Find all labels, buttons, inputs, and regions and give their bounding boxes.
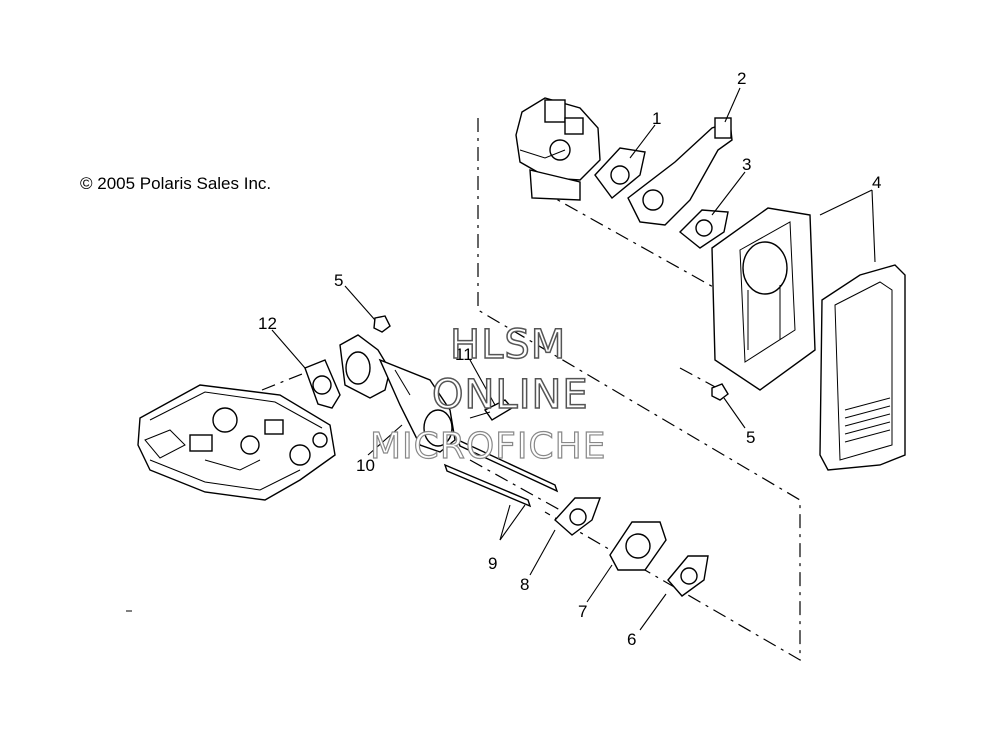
bolt-part-11 xyxy=(469,399,514,421)
callout-9: 9 xyxy=(488,554,497,573)
callout-7: 7 xyxy=(578,602,587,621)
spacer-part-7 xyxy=(609,521,667,571)
leader-lines xyxy=(271,87,876,631)
bracket-part-2 xyxy=(627,117,733,226)
callout-3: 3 xyxy=(742,155,751,174)
gasket-part-1 xyxy=(594,147,646,200)
callout-5-lower: 5 xyxy=(746,428,755,447)
copyright-text: © 2005 Polaris Sales Inc. xyxy=(80,174,271,193)
callout-10: 10 xyxy=(356,456,375,475)
callout-4: 4 xyxy=(872,173,881,192)
callout-1: 1 xyxy=(652,109,661,128)
air-box-base-part xyxy=(711,207,816,391)
watermark-line-3: MICROFICHE xyxy=(370,426,606,467)
watermark-line-2: ONLINE xyxy=(432,372,589,418)
callout-2: 2 xyxy=(737,69,746,88)
cylinder-head-part xyxy=(137,384,336,501)
air-filter-part-4 xyxy=(819,264,906,471)
nut-part-5-lower xyxy=(711,383,729,401)
intake-manifold-part-10 xyxy=(339,334,456,453)
gasket-part-3 xyxy=(678,209,729,249)
studs-part-9 xyxy=(443,438,559,508)
watermark: HLSM ONLINE MICROFICHE xyxy=(369,321,606,467)
callout-12: 12 xyxy=(258,314,277,333)
gasket-part-6 xyxy=(667,555,709,597)
gasket-part-12 xyxy=(304,359,341,409)
watermark-line-1: HLSM xyxy=(450,322,566,368)
callout-labels: 1 2 3 4 5 5 6 7 8 9 10 11 12 xyxy=(258,69,881,649)
carburetor-part xyxy=(515,97,601,201)
callout-5-upper: 5 xyxy=(334,271,343,290)
callout-6: 6 xyxy=(627,630,636,649)
gasket-part-8 xyxy=(554,497,601,536)
callout-11: 11 xyxy=(455,345,473,364)
nut-part-5-upper xyxy=(373,315,391,333)
callout-8: 8 xyxy=(520,575,529,594)
